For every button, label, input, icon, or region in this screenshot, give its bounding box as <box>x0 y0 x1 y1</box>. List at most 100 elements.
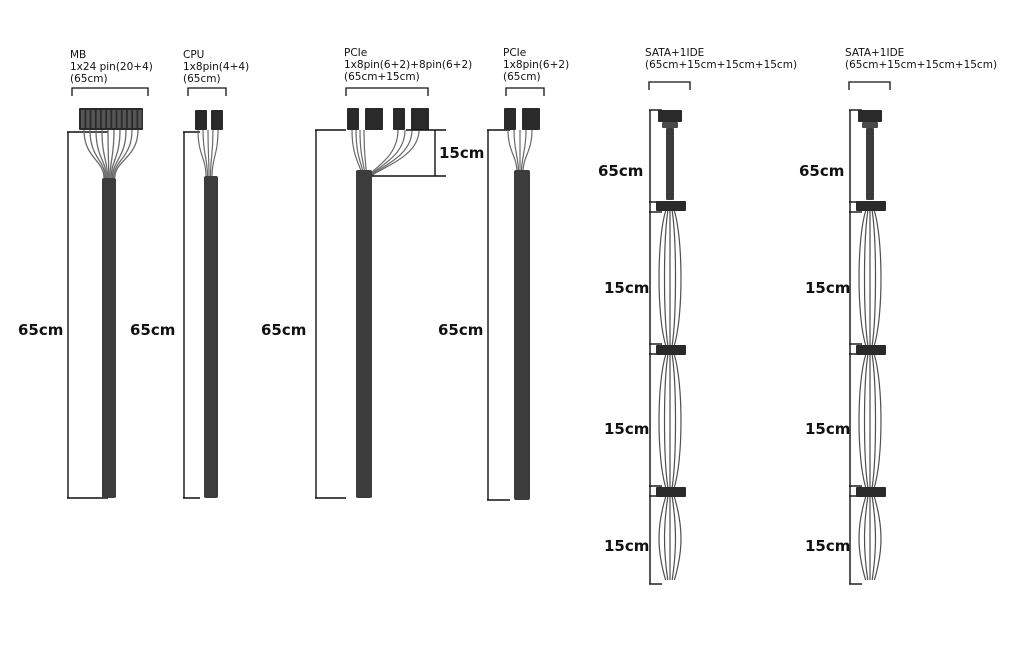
mb-pin-slot <box>127 110 132 128</box>
mb-pin-slot <box>101 110 106 128</box>
mb-header-bracket <box>71 87 149 96</box>
sata1-wire-segment-3 <box>663 354 669 488</box>
mb-cable-sleeve <box>102 178 116 498</box>
sata1-spec: (65cm+15cm+15cm+15cm) <box>645 59 798 71</box>
sata1-cable-segment-1 <box>666 128 674 200</box>
pcie2-connector-a <box>504 108 516 130</box>
mb-pin-slot <box>133 110 137 128</box>
mb-wire <box>107 129 110 179</box>
mb-pin-slot <box>122 110 127 128</box>
cpu-connector-a <box>195 110 207 130</box>
sata2-seg1-label: 65cm <box>799 162 845 180</box>
mb-wire <box>112 129 133 179</box>
mb-wire <box>111 129 127 179</box>
sata2-top-connector <box>858 110 882 122</box>
sata1-wire-segment-4 <box>673 496 682 581</box>
sata1-title: SATA+1IDE <box>645 47 705 59</box>
mb-pin-slot <box>81 110 85 128</box>
sata2-seg3-label: 15cm <box>805 420 851 438</box>
mb-pin-slot <box>96 110 101 128</box>
sata2-cable-segment-1 <box>866 128 874 200</box>
pcie1-length-label: 65cm <box>261 321 307 339</box>
cpu-connector-b <box>211 110 223 130</box>
cpu-wire <box>207 129 210 177</box>
sata1-wire-segment-3 <box>673 354 682 488</box>
cpu-wire <box>202 129 209 177</box>
sata2-spec: (65cm+15cm+15cm+15cm) <box>845 59 998 71</box>
mb-24pin-connector <box>79 108 143 130</box>
sata2-top-connector-base <box>862 122 878 128</box>
cpu-wire <box>197 129 207 177</box>
cpu-length-note: (65cm) <box>183 73 221 85</box>
sata2-wire-segment-4 <box>858 496 867 581</box>
sata1-seg4-label: 15cm <box>604 537 650 555</box>
pcie2-wire <box>520 129 527 173</box>
pcie2-spec: 1x8pin(6+2) <box>503 59 570 71</box>
sata2-wire-segment-4 <box>863 496 869 581</box>
pcie1-connector-d <box>411 108 429 130</box>
mb-wire <box>89 129 106 179</box>
pcie1-header: PCIe 1x8pin(6+2)+8pin(6+2) (65cm+15cm) <box>344 47 472 83</box>
sata1-wire-segment-4 <box>658 496 667 581</box>
pcie2-cable-sleeve <box>514 170 530 500</box>
sata2-seg4-label: 15cm <box>805 537 851 555</box>
sata2-title: SATA+1IDE <box>845 47 905 59</box>
mb-pin-slot <box>91 110 95 128</box>
sata1-wire-segment-4 <box>663 496 669 581</box>
pcie2-wire <box>522 129 533 173</box>
pcie2-length-label: 65cm <box>438 321 484 339</box>
sata2-wire-segment-3 <box>873 354 882 488</box>
mb-pin-slot <box>117 110 121 128</box>
cpu-cable-sleeve <box>204 176 218 498</box>
pcie2-connector-b <box>522 108 540 130</box>
pcie1-wire-right <box>368 129 406 179</box>
mb-spec: 1x24 pin(20+4) <box>70 61 153 73</box>
mb-wire <box>114 129 139 179</box>
cpu-wire <box>209 129 214 177</box>
pcie1-connector-b <box>365 108 383 130</box>
mb-pin-slot <box>138 110 142 128</box>
sata1-header: SATA+1IDE (65cm+15cm+15cm+15cm) <box>645 47 797 71</box>
sata2-wire-segment-4 <box>871 496 877 581</box>
pcie2-wire <box>513 129 520 173</box>
sata2-wire-segment-3 <box>863 354 869 488</box>
sata2-seg2-label: 15cm <box>805 279 851 297</box>
sata1-wire-segment-3 <box>658 354 667 488</box>
mb-header: MB 1x24 pin(20+4) (65cm) <box>70 49 153 85</box>
pcie2-header: PCIe 1x8pin(6+2) (65cm) <box>503 47 569 83</box>
pcie1-wire-right <box>367 129 399 179</box>
mb-wire <box>101 129 109 179</box>
sata1-wire-segment-2 <box>658 210 667 346</box>
sata1-wire-segment-2 <box>673 210 682 346</box>
sata1-header-bracket <box>648 81 691 90</box>
pcie1-length-note: (65cm+15cm) <box>344 71 420 83</box>
mb-wire <box>110 129 121 179</box>
sata1-wire-segment-3 <box>671 354 677 488</box>
mb-wire <box>95 129 108 179</box>
mb-title: MB <box>70 49 87 61</box>
pcie1-connector-c <box>393 108 405 130</box>
mb-length-label: 65cm <box>18 321 64 339</box>
sata2-wire-segment-2 <box>858 210 867 346</box>
sata1-wire-segment-2 <box>663 210 669 346</box>
sata2-header: SATA+1IDE (65cm+15cm+15cm+15cm) <box>845 47 997 71</box>
mb-pin-slot <box>112 110 116 128</box>
sata1-wire-segment-2 <box>671 210 677 346</box>
cpu-spec: 1x8pin(4+4) <box>183 61 250 73</box>
sata1-sata-connector-3 <box>656 487 686 497</box>
pcie1-spec: 1x8pin(6+2)+8pin(6+2) <box>344 59 473 71</box>
sata2-wire-segment-3 <box>858 354 867 488</box>
pcie1-branch-label: 15cm <box>439 144 485 162</box>
cpu-wire <box>211 129 219 177</box>
cpu-length-label: 65cm <box>130 321 176 339</box>
cpu-header-bracket <box>187 87 227 96</box>
mb-pin-slot <box>107 110 111 128</box>
mb-length-note: (65cm) <box>70 73 108 85</box>
sata2-sata-connector-3 <box>856 487 886 497</box>
cpu-title: CPU <box>183 49 205 61</box>
sata2-wire-segment-2 <box>873 210 882 346</box>
sata2-wire-segment-2 <box>863 210 869 346</box>
mb-wire <box>83 129 105 179</box>
